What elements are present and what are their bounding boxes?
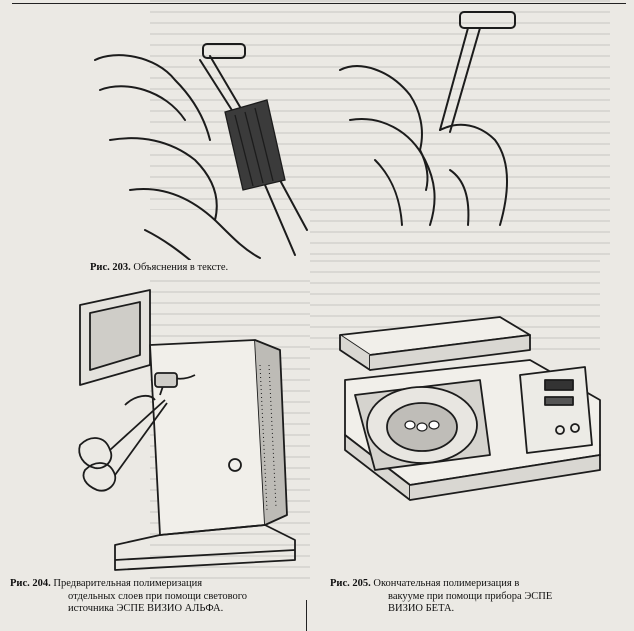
- figure-204-caption-line-3: источника ЭСПЕ ВИЗИО АЛЬФА.: [68, 603, 224, 614]
- figure-203-caption: Рис. 203. Объяснения в тексте.: [90, 262, 300, 275]
- bleed-through-text: [310, 0, 610, 260]
- figure-204-caption-line-2: отдельных слоев при помощи светового: [68, 590, 248, 602]
- figure-205-label: Рис. 205.: [330, 578, 371, 589]
- figure-204-label: Рис. 204.: [10, 578, 51, 589]
- figure-205-caption: Рис. 205. Окончательная полимеризация в …: [330, 578, 620, 616]
- figure-203-caption-text: Объяснения в тексте.: [133, 262, 229, 273]
- figure-205-illustration: [330, 305, 620, 505]
- top-rule: [12, 3, 626, 4]
- figure-203-left-illustration: [85, 40, 315, 260]
- figure-204-caption: Рис. 204. Предварительная полимеризация …: [10, 578, 305, 616]
- figure-204-caption-line-1: Предварительная полимеризация: [53, 578, 203, 589]
- figure-205-caption-line-1: Окончательная полимеризация в: [373, 578, 520, 589]
- figure-203-right-illustration: [320, 0, 520, 230]
- figure-205-caption-line-3: ВИЗИО БЕТА.: [388, 603, 455, 614]
- figure-204-illustration: [55, 285, 315, 575]
- figure-203-label: Рис. 203.: [90, 262, 131, 273]
- figure-205-caption-line-2: вакууме при помощи прибора ЭСПЕ: [388, 590, 553, 602]
- center-rule: [306, 600, 307, 631]
